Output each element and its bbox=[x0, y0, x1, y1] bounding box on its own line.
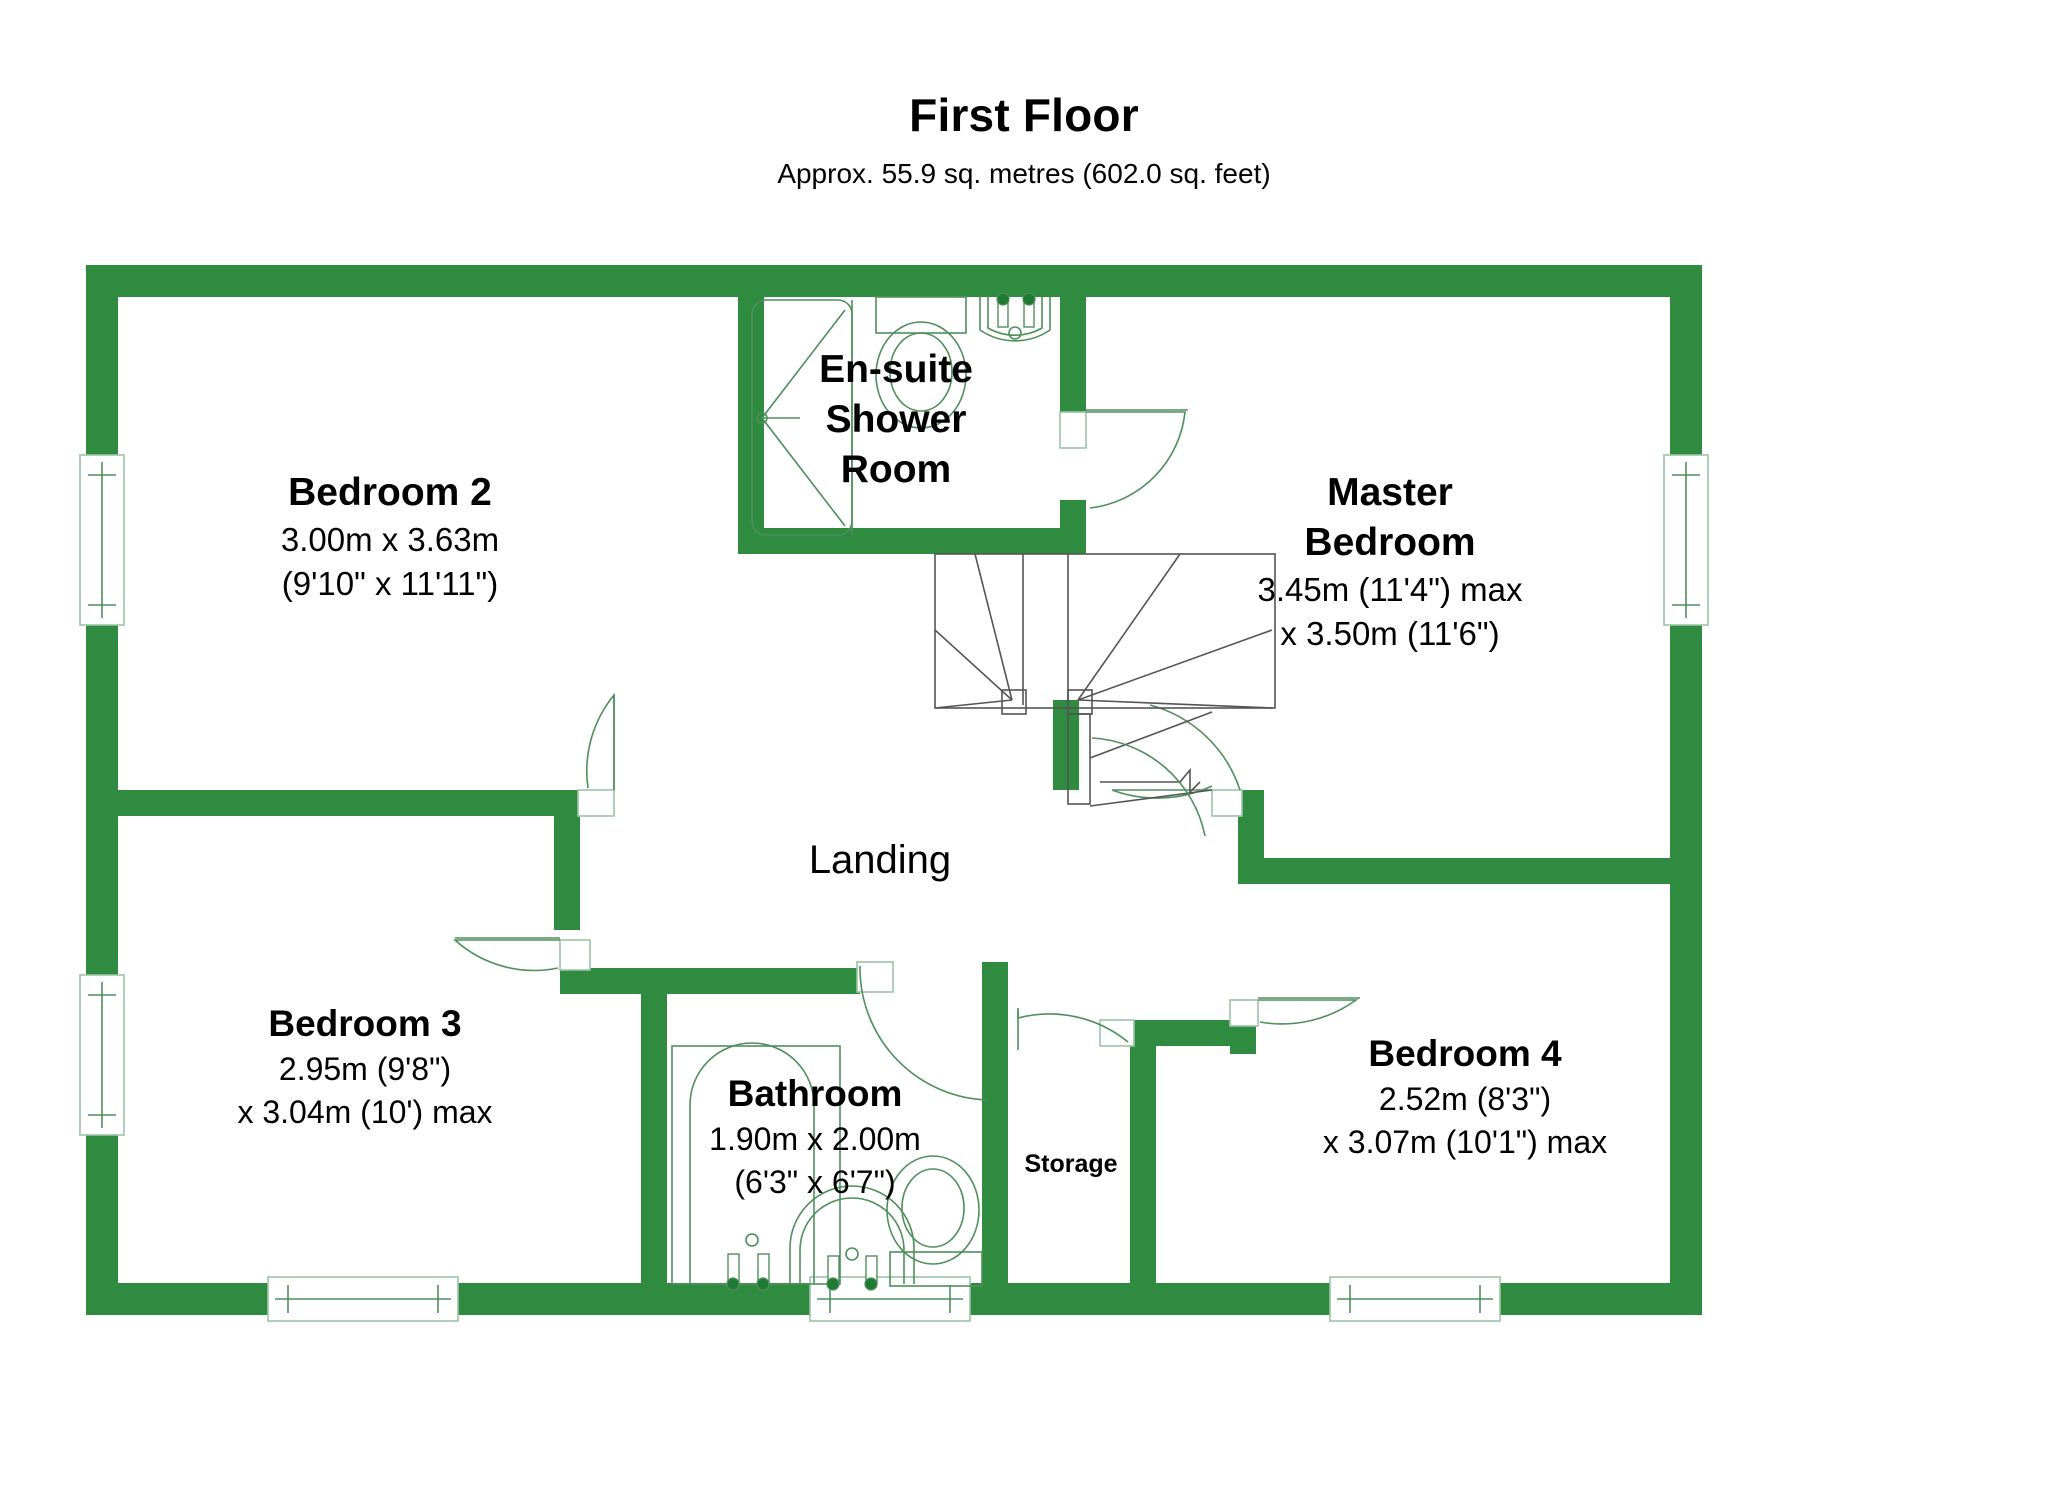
room-label-bedroom4: Bedroom 4 2.52m (8'3") x 3.07m (10'1") m… bbox=[1245, 1030, 1685, 1164]
door-storage bbox=[1017, 1008, 1135, 1050]
room-name-bedroom2: Bedroom 2 bbox=[288, 471, 492, 514]
toilet-ensuite bbox=[875, 296, 967, 429]
window-bedroom4-bottom bbox=[1329, 1276, 1501, 1322]
room-dim1-bedroom3: 2.95m (9'8") bbox=[278, 1051, 452, 1087]
door-bedroom3 bbox=[452, 937, 591, 972]
room-dim1-master: 3.45m (11'4") max bbox=[1257, 571, 1523, 608]
room-dim2-bathroom: (6'3" x 6'7") bbox=[734, 1164, 896, 1200]
room-name-ensuite-line2: Shower bbox=[825, 398, 967, 441]
room-name-ensuite-line1: En-suite bbox=[819, 348, 973, 391]
window-master-right bbox=[1663, 454, 1709, 626]
window-bedroom3-left bbox=[79, 974, 125, 1136]
basin-bathroom bbox=[789, 1185, 915, 1291]
door-bedroom2 bbox=[577, 692, 615, 817]
room-label-bathroom: Bathroom 1.90m x 2.00m (6'3" x 6'7") bbox=[630, 1070, 1000, 1204]
room-dim2-bedroom4: x 3.07m (10'1") max bbox=[1322, 1124, 1608, 1160]
room-dim1-bedroom2: 3.00m x 3.63m bbox=[280, 521, 500, 558]
room-label-ensuite: En-suite Shower Room bbox=[716, 345, 1076, 495]
window-bedroom2-left bbox=[79, 454, 125, 626]
staircase bbox=[934, 553, 1276, 837]
page-title: First Floor bbox=[909, 89, 1139, 141]
interior-walls bbox=[110, 297, 1678, 1288]
room-name-bedroom4: Bedroom 4 bbox=[1368, 1033, 1562, 1074]
room-dim2-bedroom2: (9'10" x 11'11") bbox=[281, 565, 499, 602]
room-name-master-line2: Bedroom bbox=[1304, 521, 1476, 564]
shower-tray bbox=[751, 299, 853, 536]
room-name-master-line1: Master bbox=[1327, 471, 1453, 514]
room-label-bedroom3: Bedroom 3 2.95m (9'8") x 3.04m (10') max bbox=[155, 1000, 575, 1134]
door-bathroom bbox=[856, 961, 989, 1101]
basin-ensuite bbox=[979, 292, 1051, 342]
room-label-landing: Landing bbox=[700, 838, 1060, 883]
bathtub bbox=[671, 1042, 841, 1291]
room-name-bathroom: Bathroom bbox=[727, 1073, 903, 1114]
room-label-storage: Storage bbox=[1008, 1148, 1134, 1180]
room-name-bedroom3: Bedroom 3 bbox=[268, 1003, 462, 1044]
room-name-landing: Landing bbox=[808, 838, 952, 882]
room-name-ensuite-line3: Room bbox=[840, 448, 952, 491]
page-subtitle: Approx. 55.9 sq. metres (602.0 sq. feet) bbox=[777, 158, 1271, 189]
door-master-bedroom bbox=[1111, 704, 1243, 817]
toilet-bathroom bbox=[886, 1155, 983, 1287]
door-bedroom4 bbox=[1229, 997, 1360, 1027]
room-label-bedroom2: Bedroom 2 3.00m x 3.63m (9'10" x 11'11") bbox=[190, 468, 590, 606]
room-dim2-master: x 3.50m (11'6") bbox=[1280, 615, 1500, 652]
room-dim1-bathroom: 1.90m x 2.00m bbox=[709, 1121, 921, 1157]
window-bedroom3-bottom bbox=[267, 1276, 459, 1322]
room-name-storage: Storage bbox=[1024, 1150, 1118, 1178]
door-ensuite bbox=[1059, 409, 1188, 509]
room-dim2-bedroom3: x 3.04m (10') max bbox=[237, 1094, 493, 1130]
room-dim1-bedroom4: 2.52m (8'3") bbox=[1378, 1081, 1552, 1117]
room-label-master-bedroom: Master Bedroom 3.45m (11'4") max x 3.50m… bbox=[1180, 468, 1600, 656]
